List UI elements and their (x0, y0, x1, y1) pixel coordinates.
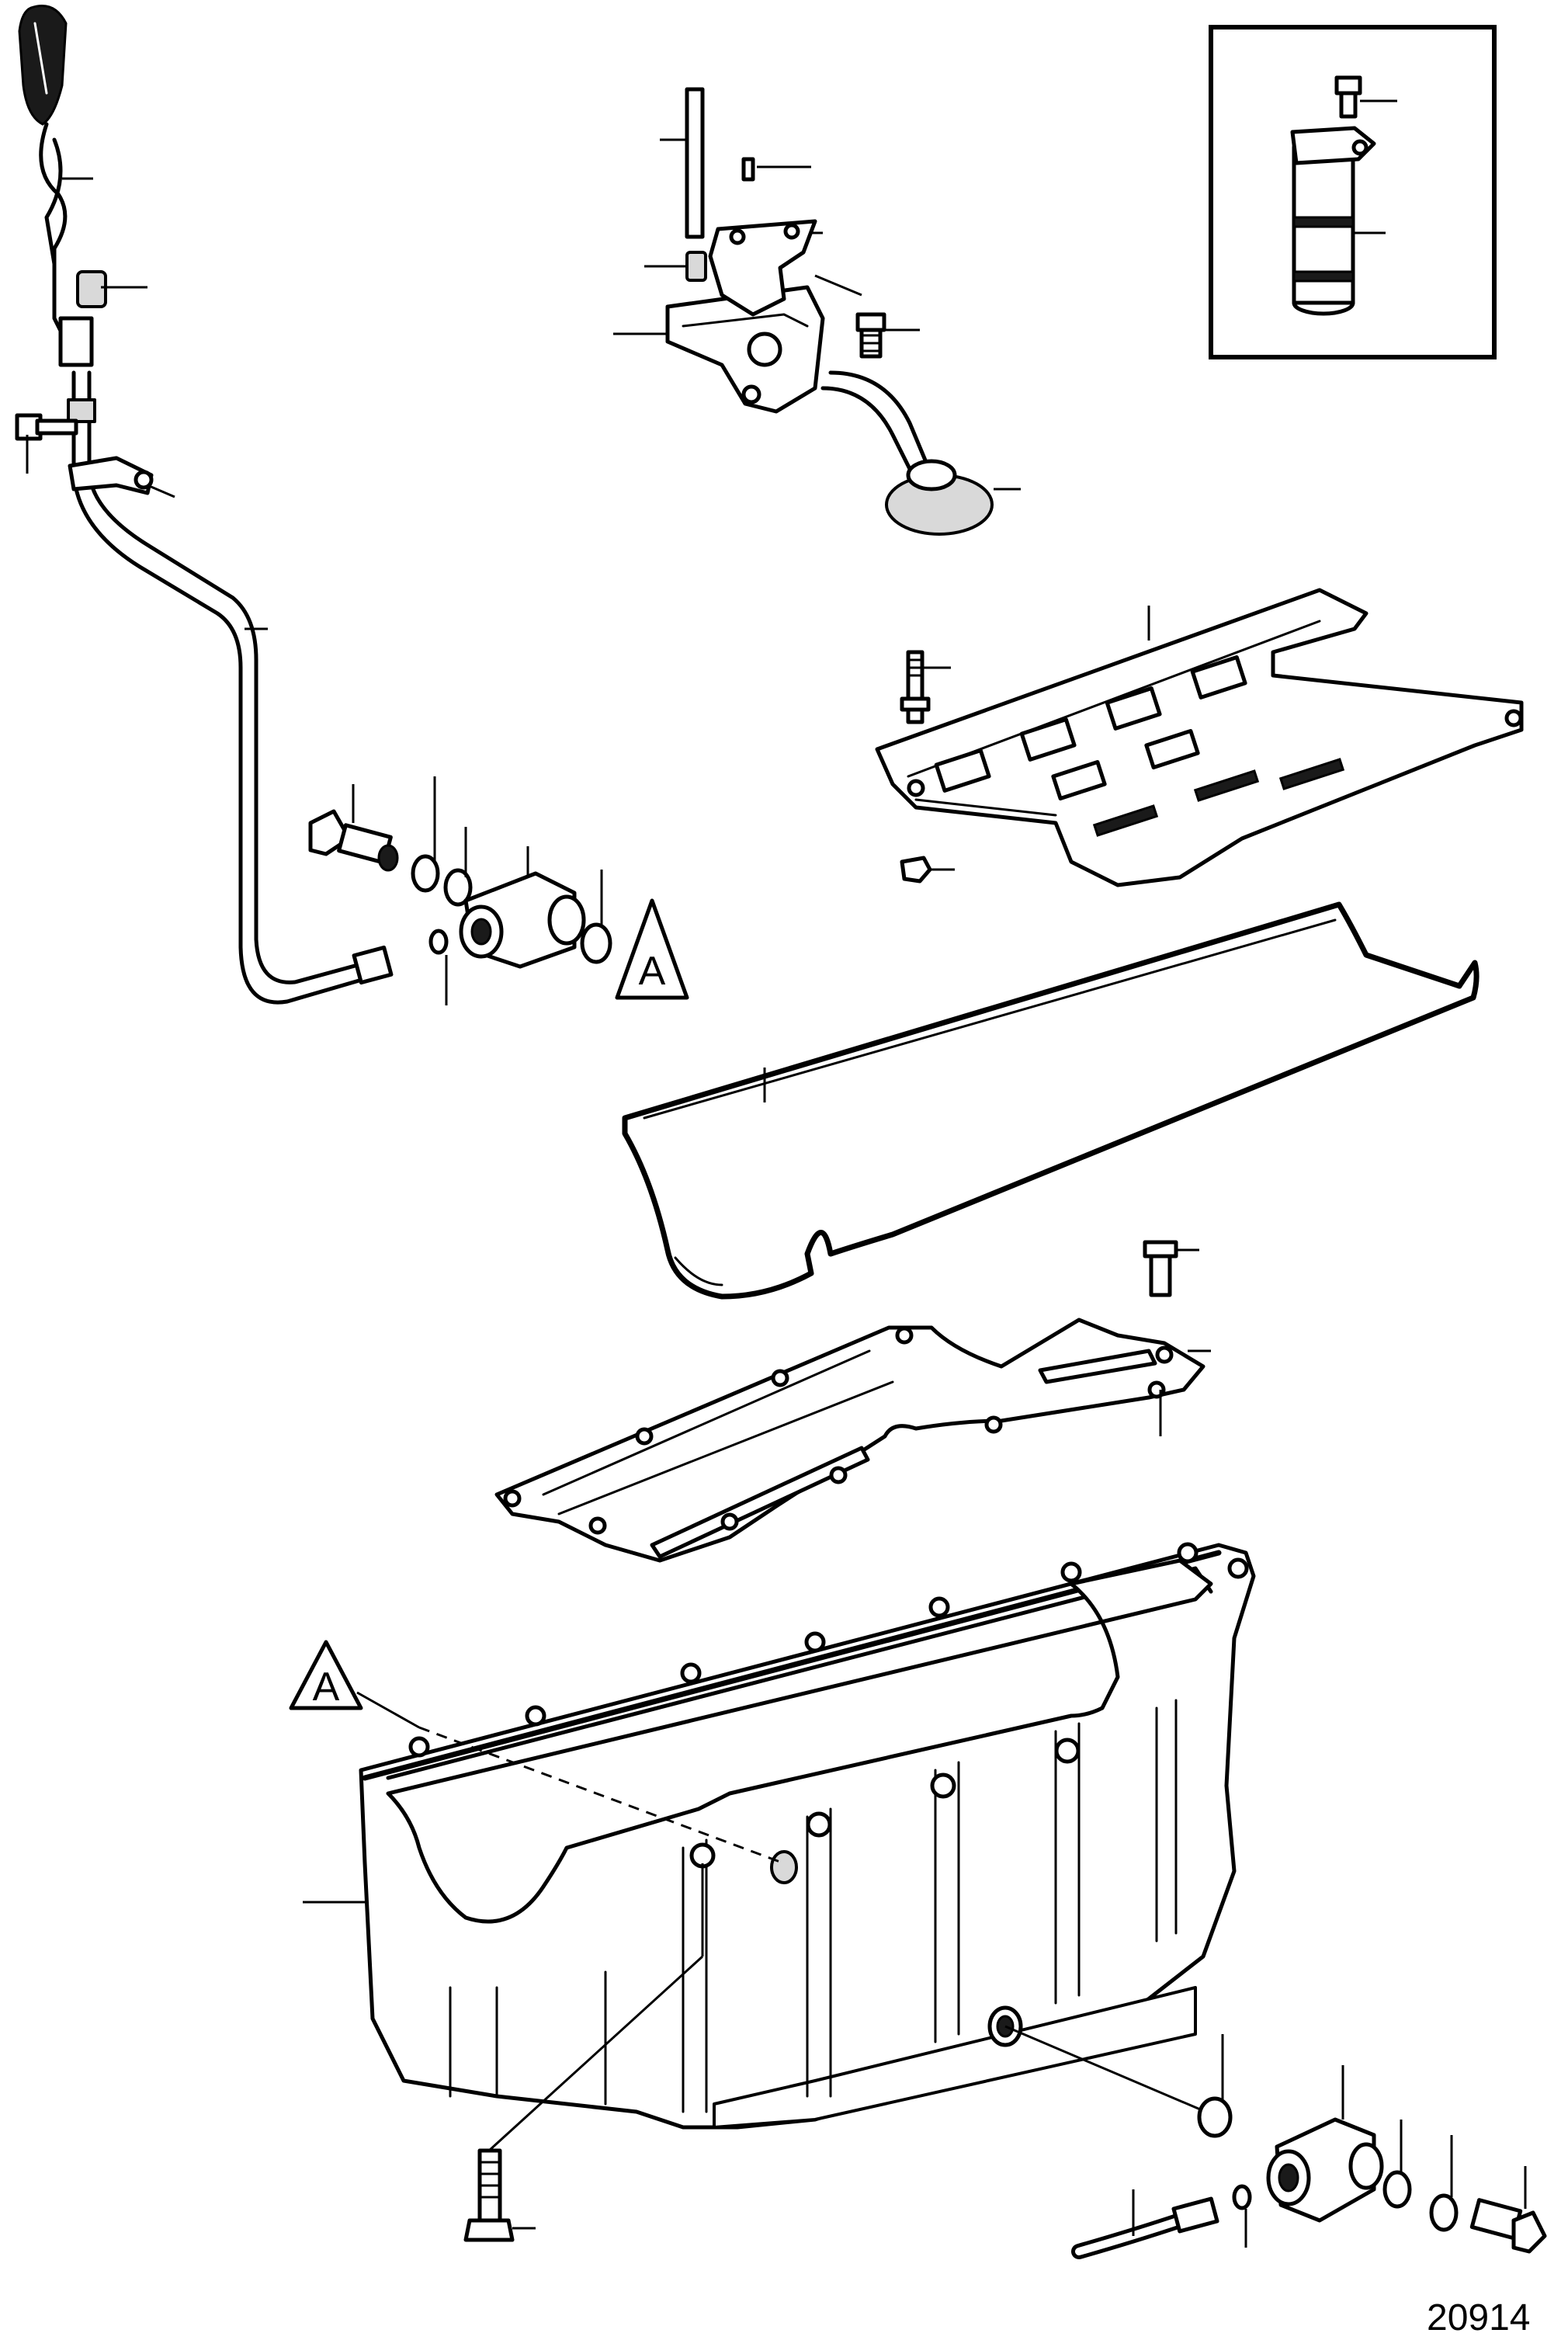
tray-nut (900, 856, 932, 884)
oil-pump-body (665, 219, 825, 414)
pan-bolt (463, 2148, 515, 2242)
dipstick-tube (71, 370, 383, 1005)
fitting-tee-lower (1266, 2117, 1384, 2223)
drain-hose (1071, 2196, 1219, 2259)
plate-bolt (1143, 1240, 1178, 1297)
oil-pump-assembly (613, 87, 1021, 536)
drawing-number: 20914 (1427, 2297, 1531, 2338)
tray-slots (934, 655, 1345, 837)
drain-washer-1 (1197, 2096, 1233, 2138)
inset-bolt (1334, 75, 1362, 119)
fitting-group-leaders (352, 776, 603, 1005)
drain-washer-3 (1429, 2193, 1459, 2232)
oil-pan-ribs (449, 1699, 1178, 2113)
fitting-tee-upper (459, 871, 586, 969)
dipstick-assembly (15, 5, 394, 1005)
reference-marker-upper-label: A (639, 949, 666, 994)
reference-marker-lower-label: A (313, 1665, 340, 1710)
drain-fitting-group (1004, 2025, 1547, 2259)
shaft-coupling (685, 251, 707, 282)
dipstick-leaders (26, 177, 268, 630)
oil-pan-strainer-mark (770, 1850, 798, 1884)
banjo-bolt-upper (308, 809, 399, 872)
drain-plug (1469, 2198, 1547, 2254)
oil-pan-gasket (622, 901, 1480, 1300)
seal-washer-2 (443, 868, 473, 907)
reference-marker-lower: A (289, 1640, 785, 1865)
drain-washer-2 (1382, 2170, 1412, 2209)
bracket-bolt (15, 413, 78, 441)
dipstick-blade (39, 122, 68, 336)
drain-washer-4 (1232, 2184, 1252, 2210)
inset-detail (1209, 25, 1497, 359)
seal-washer-1 (411, 854, 440, 893)
oil-pan (303, 1542, 1256, 2242)
tray-stud (900, 650, 931, 724)
tube-bracket (68, 456, 154, 495)
dipstick-seal (76, 270, 107, 308)
drain-group-leaders (1132, 2034, 1527, 2248)
dipstick-handle (18, 5, 68, 126)
plate-holes (503, 1326, 1174, 1535)
dipstick-fitting-group (308, 776, 612, 1005)
inset-frame (1209, 25, 1497, 359)
inset-adapter (1290, 126, 1376, 316)
pump-mount-bolt (855, 312, 886, 359)
seal-washer-3 (580, 922, 612, 964)
pump-leaders (613, 138, 1021, 491)
seal-washer-4 (428, 929, 449, 955)
windage-tray (875, 588, 1524, 887)
oil-pickup-tube (820, 370, 994, 536)
pump-drive-shaft (685, 87, 705, 239)
stiffener-plate (494, 1240, 1211, 1563)
dipstick-tube-top (58, 316, 94, 367)
tube-end-fitting (352, 945, 394, 985)
pump-dowel-pin (741, 157, 755, 182)
reference-marker-upper: A (615, 898, 689, 1000)
